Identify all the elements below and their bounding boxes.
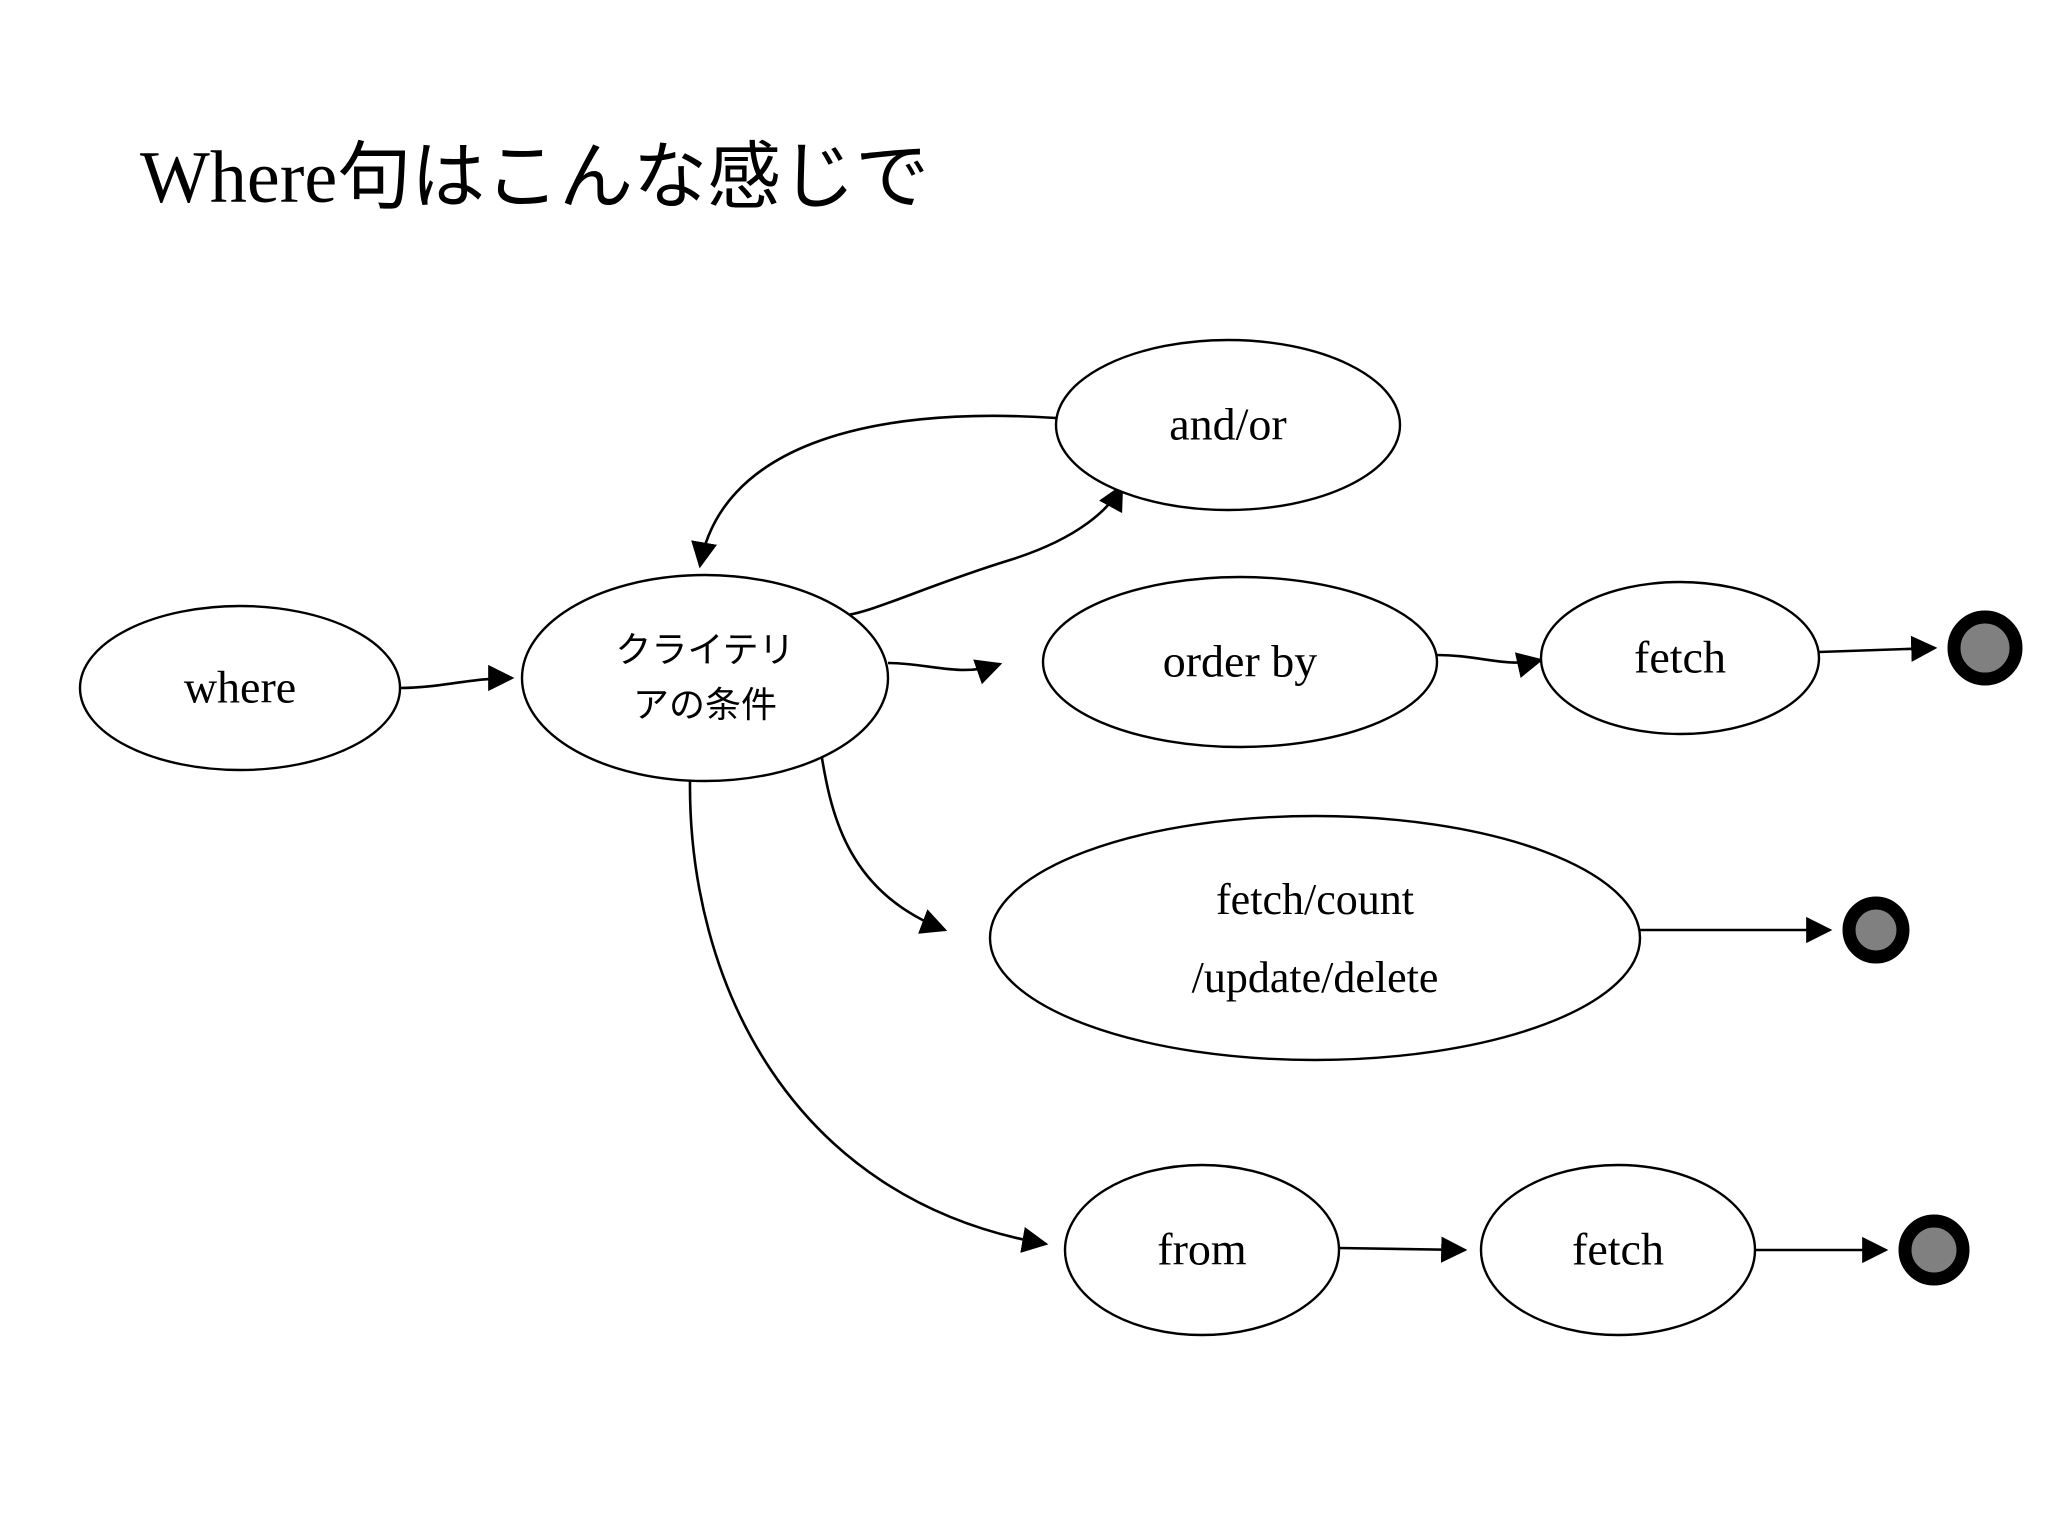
node-where-shape[interactable] (78, 604, 402, 772)
node-fetch-count-update-delete-label-line1: fetch/count (1216, 875, 1414, 924)
node-criteria-shape[interactable] (520, 573, 890, 783)
page-title: Where句はこんな感じで (140, 137, 930, 219)
node-from[interactable]: from (1063, 1163, 1341, 1337)
edge-andor-to-criteria (691, 414, 1057, 569)
node-from-shape[interactable] (1063, 1163, 1341, 1337)
node-andor-label: and/or (1169, 399, 1287, 450)
edge-orderby-to-fetchtop (1436, 652, 1544, 678)
edge-from-to-fetchbottom (1338, 1236, 1468, 1263)
node-fetch-bottom-label: fetch (1572, 1224, 1664, 1275)
end-state-top[interactable] (1947, 610, 2023, 686)
node-where[interactable]: where (78, 604, 402, 772)
edge-criteria-to-from (688, 779, 1049, 1253)
node-fetch-top-label: fetch (1634, 632, 1726, 683)
node-criteria-label-line1: クライテリ (615, 630, 794, 671)
node-fetch-bottom-shape[interactable] (1479, 1163, 1757, 1337)
node-orderby-shape[interactable] (1041, 575, 1439, 749)
node-fetch-count-update-delete[interactable]: fetch/count /update/delete (988, 814, 1642, 1062)
node-layer: where クライテリ アの条件 and/or order by fet (78, 338, 2023, 1337)
edge-fetchtop-to-endtop (1818, 635, 1938, 662)
node-andor[interactable]: and/or (1054, 338, 1402, 512)
node-andor-shape[interactable] (1054, 338, 1402, 512)
node-fetch-top-shape[interactable] (1539, 580, 1821, 736)
node-criteria-label-line2: アの条件 (633, 685, 777, 726)
node-fetch-count-update-delete-label-line2: /update/delete (1192, 953, 1439, 1002)
node-fetch-bottom[interactable]: fetch (1479, 1163, 1757, 1337)
end-state-middle[interactable] (1842, 896, 1910, 964)
node-orderby-label: order by (1163, 636, 1318, 687)
node-where-label: where (184, 662, 296, 713)
edge-where-to-criteria (399, 664, 515, 692)
node-fetch-top[interactable]: fetch (1539, 580, 1821, 736)
end-state-bottom[interactable] (1898, 1214, 1970, 1286)
edge-criteria-to-orderby (887, 659, 1003, 685)
edge-criteria-to-fetchcountupdatedelete (818, 745, 948, 934)
node-fetch-count-update-delete-shape[interactable] (988, 814, 1642, 1062)
edge-criteria-to-andor (811, 483, 1124, 618)
node-orderby[interactable]: order by (1041, 575, 1439, 749)
node-from-label: from (1157, 1224, 1247, 1275)
node-criteria[interactable]: クライテリ アの条件 (520, 573, 890, 783)
